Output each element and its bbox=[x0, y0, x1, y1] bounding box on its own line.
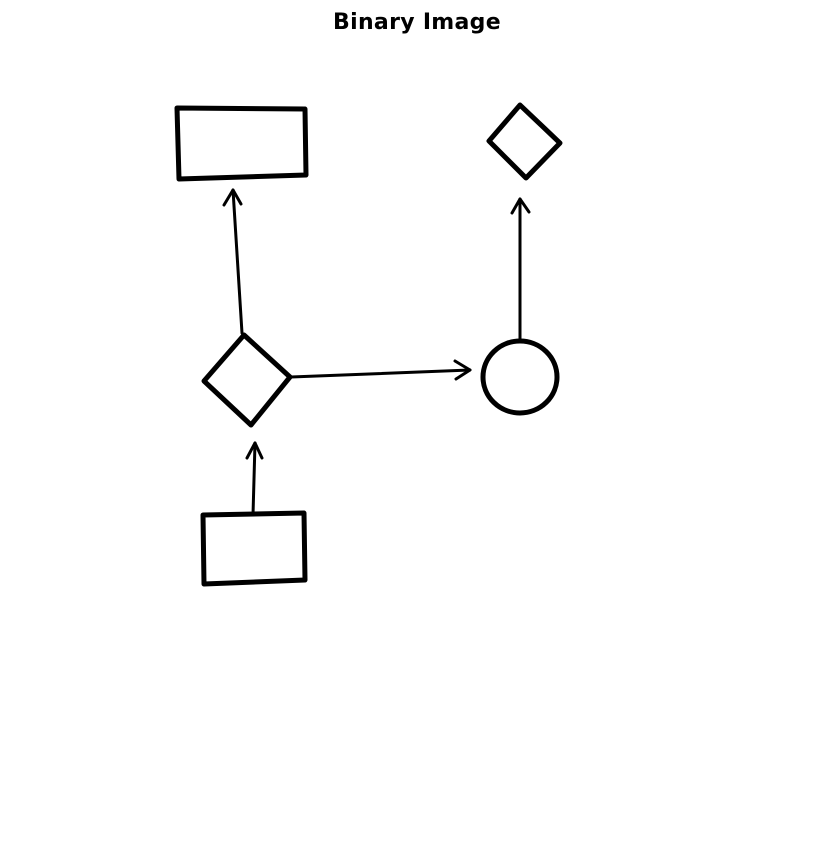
figure-title: Binary Image bbox=[333, 10, 501, 35]
arrow-circle-to-top-right bbox=[510, 197, 531, 343]
arrow-center-to-circle bbox=[289, 359, 472, 381]
rectangle-bottom bbox=[200, 510, 308, 587]
rectangle-top-left bbox=[174, 105, 309, 182]
arrow-bottom-to-center bbox=[245, 441, 264, 517]
diamond-top-right bbox=[486, 102, 563, 181]
arrow-center-to-top-left bbox=[222, 188, 244, 335]
circle-right bbox=[480, 338, 560, 416]
diamond-center bbox=[201, 332, 293, 428]
